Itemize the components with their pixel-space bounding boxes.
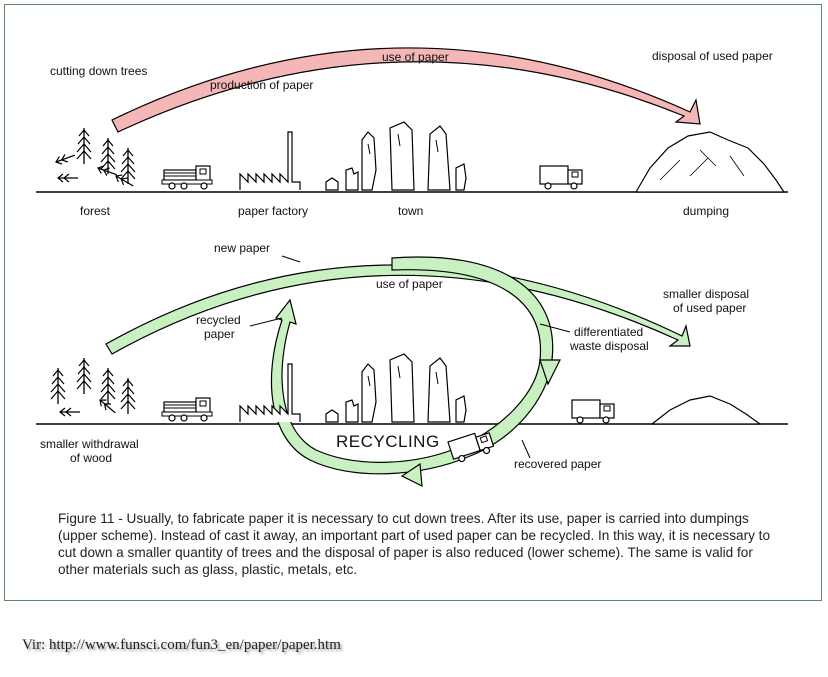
label-disposal-of-used-paper: disposal of used paper: [652, 49, 773, 63]
figure-caption: Figure 11 - Usually, to fabricate paper …: [58, 511, 771, 577]
upper-dump-heap: [634, 131, 786, 193]
label-differentiated-1: differentiated: [574, 325, 643, 339]
lower-log-truck: [161, 397, 213, 422]
label-smaller-disposal-2: of used paper: [673, 301, 746, 315]
label-town: town: [398, 204, 423, 218]
upper-flow-arrow: [111, 47, 701, 133]
upper-log-truck: [161, 165, 213, 190]
label-smaller-withdrawal-1: smaller withdrawal: [40, 437, 139, 451]
label-cutting-down-trees: cutting down trees: [50, 64, 147, 78]
label-new-paper: new paper: [214, 241, 270, 255]
label-differentiated-2: waste disposal: [569, 339, 649, 353]
pointer-recycled-paper: [249, 317, 283, 327]
label-use-of-paper-upper: use of paper: [382, 50, 449, 64]
upper-town-icon: [325, 121, 467, 191]
lower-forest: [50, 357, 136, 417]
label-forest: forest: [80, 204, 111, 218]
lower-town-icon: [325, 353, 467, 423]
recycling-truck: [447, 428, 496, 465]
lower-box-truck: [571, 399, 615, 424]
upper-paper-factory-icon: [239, 131, 301, 191]
label-recycled-paper-2: paper: [204, 327, 235, 341]
label-recovered-paper: recovered paper: [514, 457, 601, 471]
upper-forest: [54, 127, 136, 191]
lower-flow-arrow: [105, 264, 691, 355]
label-recycled-paper-1: recycled: [196, 313, 241, 327]
label-smaller-disposal-1: smaller disposal: [663, 287, 749, 301]
label-paper-factory: paper factory: [238, 204, 308, 218]
recycling-loop-arrowhead-right: [539, 359, 561, 386]
recycling-loop-arrow: [270, 256, 554, 475]
pointer-differentiated: [539, 323, 571, 333]
lower-paper-factory-icon: [239, 363, 301, 423]
label-dumping: dumping: [683, 204, 729, 218]
source-link[interactable]: Vir: http://www.funsci.com/fun3_en/paper…: [22, 637, 341, 653]
label-use-of-paper-lower: use of paper: [376, 277, 443, 291]
figure-frame: [4, 4, 822, 601]
label-smaller-withdrawal-2: of wood: [70, 451, 112, 465]
label-recycling: RECYCLING: [336, 432, 440, 451]
pointer-new-paper: [281, 255, 301, 263]
upper-box-truck: [539, 165, 583, 190]
pointer-recovered-paper: [521, 439, 531, 459]
lower-dump-heap: [650, 395, 762, 425]
label-production-of-paper: production of paper: [210, 78, 313, 92]
recycling-loop-arrowhead-bottom: [400, 462, 423, 488]
